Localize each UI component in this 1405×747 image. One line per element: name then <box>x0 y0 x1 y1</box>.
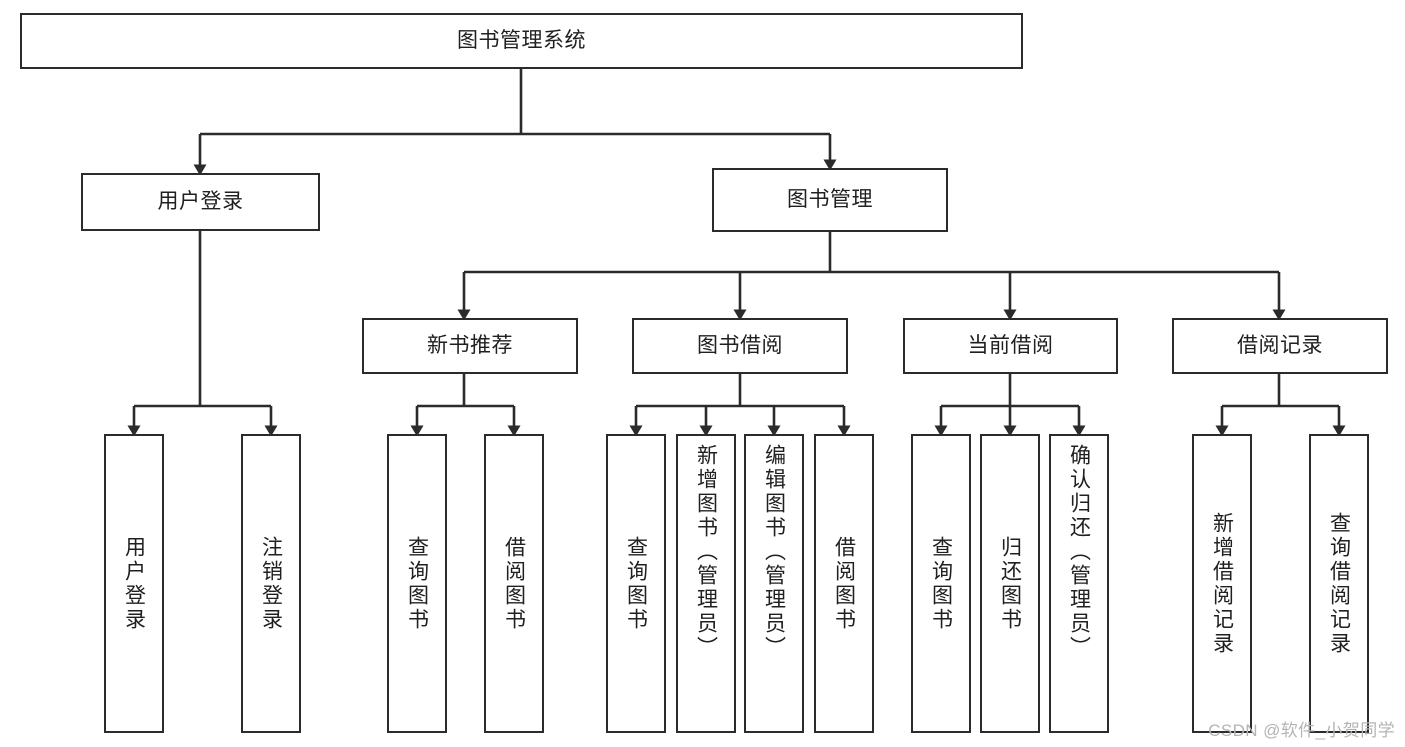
node-leaf-query-book-1[interactable]: 查询图书 <box>387 434 447 733</box>
node-leaf-add-record-label: 新增借阅记录 <box>1210 511 1234 656</box>
node-leaf-add-record[interactable]: 新增借阅记录 <box>1192 434 1252 733</box>
node-leaf-user-login[interactable]: 用户登录 <box>104 434 164 733</box>
node-leaf-borrow-book-1[interactable]: 借阅图书 <box>484 434 544 733</box>
node-leaf-edit-book[interactable]: 编辑图书（管理员） <box>744 434 804 733</box>
node-leaf-query-record[interactable]: 查询借阅记录 <box>1309 434 1369 733</box>
node-book-manage[interactable]: 图书管理 <box>712 168 948 232</box>
node-user-login-label: 用户登录 <box>157 189 244 213</box>
node-user-login[interactable]: 用户登录 <box>81 173 320 231</box>
node-leaf-add-book-label: 新增图书（管理员） <box>694 444 718 660</box>
node-book-manage-label: 图书管理 <box>787 187 873 211</box>
node-root[interactable]: 图书管理系统 <box>20 13 1023 69</box>
node-borrow-record[interactable]: 借阅记录 <box>1172 318 1388 374</box>
node-book-borrow-label: 图书借阅 <box>697 333 783 357</box>
node-leaf-borrow-book-2-label: 借阅图书 <box>832 535 856 632</box>
node-book-borrow[interactable]: 图书借阅 <box>632 318 848 374</box>
node-leaf-query-book-2[interactable]: 查询图书 <box>606 434 666 733</box>
node-root-label: 图书管理系统 <box>457 28 586 52</box>
node-leaf-query-book-1-label: 查询图书 <box>405 535 429 632</box>
node-current-borrow[interactable]: 当前借阅 <box>903 318 1118 374</box>
node-current-borrow-label: 当前借阅 <box>967 333 1054 357</box>
node-leaf-return-book[interactable]: 归还图书 <box>980 434 1040 733</box>
node-leaf-edit-book-label: 编辑图书（管理员） <box>762 444 786 660</box>
node-new-book-rec-label: 新书推荐 <box>427 333 513 357</box>
watermark-text: CSDN @软件_小贺同学 <box>1208 721 1395 740</box>
node-leaf-add-book[interactable]: 新增图书（管理员） <box>676 434 736 733</box>
node-borrow-record-label: 借阅记录 <box>1237 333 1323 357</box>
node-leaf-borrow-book-2[interactable]: 借阅图书 <box>814 434 874 733</box>
node-leaf-confirm-return[interactable]: 确认归还（管理员） <box>1049 434 1109 733</box>
node-leaf-borrow-book-1-label: 借阅图书 <box>502 535 526 632</box>
node-leaf-logout-label: 注销登录 <box>259 535 283 632</box>
node-leaf-confirm-return-label: 确认归还（管理员） <box>1067 444 1091 660</box>
node-leaf-query-book-2-label: 查询图书 <box>624 535 648 632</box>
node-leaf-query-book-3-label: 查询图书 <box>929 535 953 632</box>
node-new-book-rec[interactable]: 新书推荐 <box>362 318 578 374</box>
node-leaf-logout[interactable]: 注销登录 <box>241 434 301 733</box>
node-leaf-user-login-label: 用户登录 <box>122 535 146 632</box>
node-leaf-query-record-label: 查询借阅记录 <box>1327 511 1351 656</box>
node-leaf-return-book-label: 归还图书 <box>998 535 1022 632</box>
node-leaf-query-book-3[interactable]: 查询图书 <box>911 434 971 733</box>
